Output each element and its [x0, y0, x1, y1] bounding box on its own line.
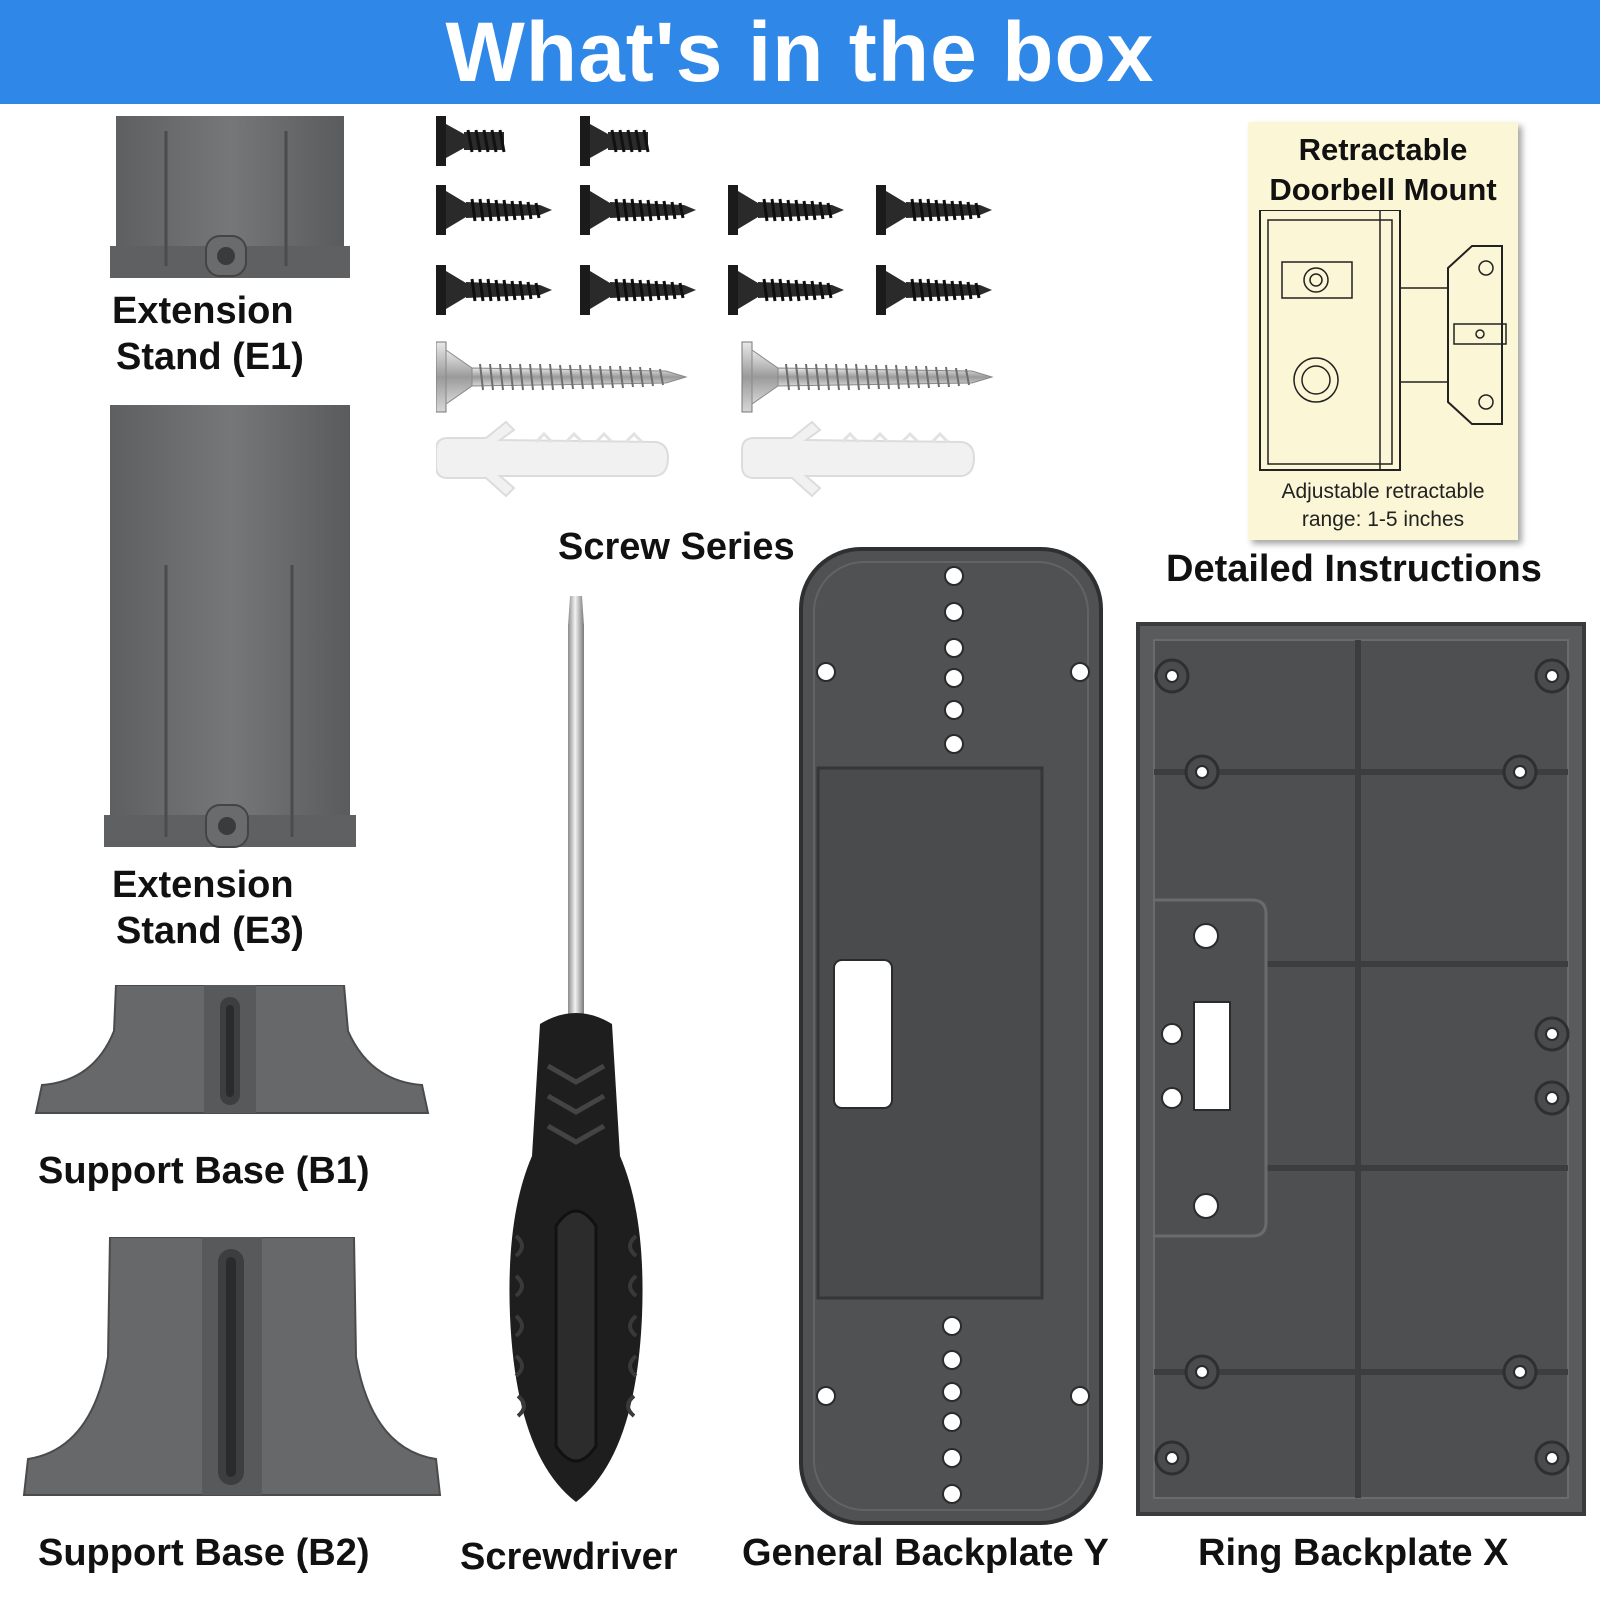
- header-banner: What's in the box: [0, 0, 1600, 104]
- ring-backplate-x-label: Ring Backplate X: [1198, 1532, 1509, 1574]
- screwdriver-label: Screwdriver: [460, 1536, 678, 1578]
- support-base-b2-image: [20, 1237, 444, 1505]
- extension-stand-e3-label: Extension Stand (E3): [112, 864, 304, 952]
- doorbell-mount-diagram: [1259, 210, 1507, 471]
- support-base-b1-label: Support Base (B1): [38, 1150, 370, 1192]
- general-backplate-y-label: General Backplate Y: [742, 1532, 1109, 1574]
- page-title: What's in the box: [445, 5, 1155, 99]
- ring-backplate-x-image: [1136, 622, 1588, 1518]
- extension-stand-e1-image: [110, 116, 350, 286]
- card-title: Retractable Doorbell Mount: [1269, 132, 1497, 207]
- support-base-b1-image: [30, 985, 434, 1125]
- extension-stand-e3-image: [104, 405, 356, 851]
- extension-stand-e1-label: Extension Stand (E1): [112, 290, 304, 378]
- support-base-b2-label: Support Base (B2): [38, 1532, 370, 1574]
- screwdriver-image: [496, 596, 656, 1516]
- screw-series-image: [436, 110, 1006, 520]
- general-backplate-y-image: [798, 546, 1108, 1526]
- screw-series-label: Screw Series: [558, 526, 795, 568]
- card-note: Adjustable retractable range: 1-5 inches: [1281, 480, 1485, 531]
- instruction-card: Retractable Doorbell Mount Adjustable re…: [1248, 122, 1518, 540]
- detailed-instructions-label: Detailed Instructions: [1166, 548, 1542, 590]
